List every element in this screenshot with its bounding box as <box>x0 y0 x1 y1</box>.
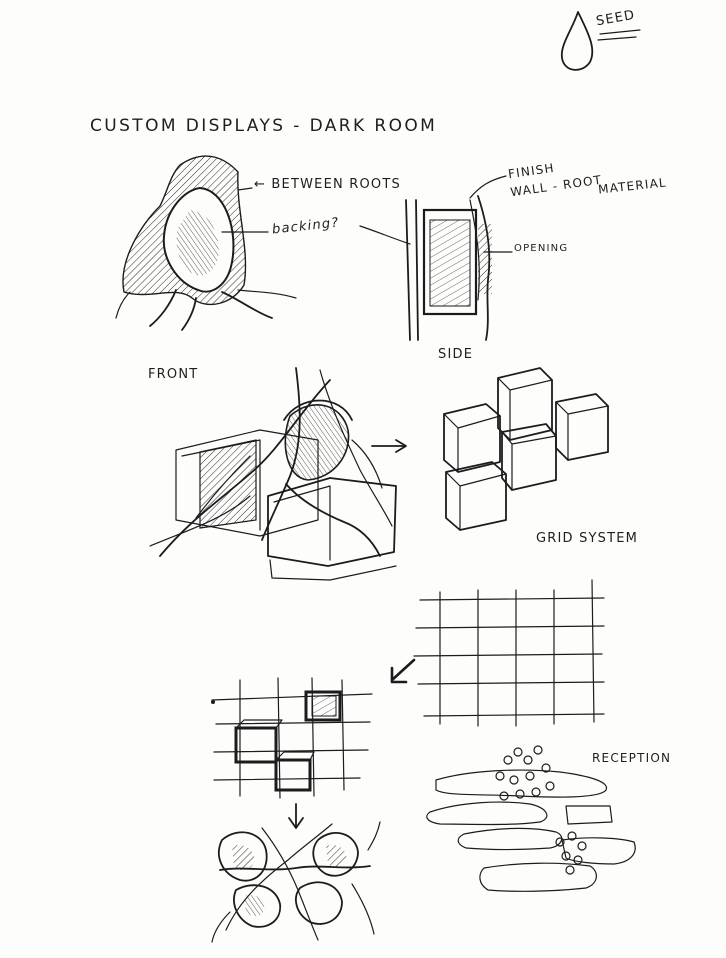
side-label: SIDE <box>438 348 473 361</box>
grid-boxes-sketch <box>211 678 372 798</box>
backing-pointer-side <box>360 226 410 244</box>
arrow-down-left-icon <box>392 660 414 682</box>
plant-cluster-icon <box>496 746 554 800</box>
between-roots-label: ← BETWEEN ROOTS <box>254 178 401 191</box>
arrow-down-icon <box>289 804 303 828</box>
organic-roots-display-sketch <box>212 822 380 942</box>
front-label: FRONT <box>148 368 198 381</box>
page-title: CUSTOM DISPLAYS - DARK ROOM <box>90 118 437 135</box>
reception-sketch <box>427 746 635 891</box>
stacked-cubes-sketch <box>444 368 608 530</box>
grid-system-sketch <box>414 580 604 726</box>
grid-system-label: GRID SYSTEM <box>536 532 638 545</box>
side-view-sketch <box>406 176 512 340</box>
reception-label: RECEPTION <box>592 752 671 764</box>
opening-label: OPENING <box>514 244 568 254</box>
perspective-cubes-roots-sketch <box>150 368 406 580</box>
